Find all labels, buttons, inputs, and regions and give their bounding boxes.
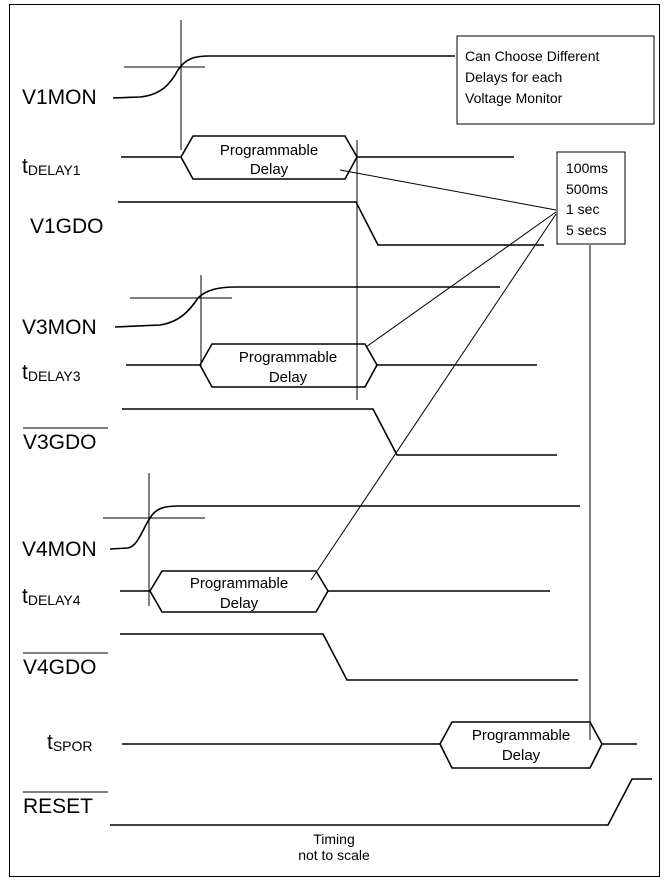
v4mon-waveform: [109, 505, 580, 550]
note-line-2: Delays for each: [465, 69, 562, 85]
delay-option-100ms: 100ms: [566, 160, 608, 176]
v1mon-waveform: [112, 55, 455, 99]
delay-option-1sec: 1 sec: [566, 201, 599, 217]
tdelay4-box-line-1: Programmable: [190, 575, 288, 592]
v1gdo-label: V1GDO: [30, 215, 104, 238]
v4gdo-label: V4GDO: [23, 656, 97, 679]
tdelay4-label-sub: DELAY4: [28, 592, 81, 608]
v1gdo-waveform: [118, 201, 544, 246]
tdelay4-label-main: t: [22, 585, 28, 608]
v4mon-label: V4MON: [22, 538, 97, 561]
delay-options-box: [556, 151, 626, 245]
tspor-box-line-2: Delay: [502, 747, 541, 764]
tdelay3-label-main: t: [22, 361, 28, 384]
note-line-1: Can Choose Different: [465, 48, 599, 64]
tdelay1-box-line-1: Programmable: [220, 142, 318, 159]
tdelay4-label: tDELAY4: [22, 585, 81, 608]
pointer-line-delay3: [365, 211, 557, 348]
reset-waveform: [110, 778, 652, 826]
diagram-frame: [9, 4, 660, 877]
reset-label: RESET: [23, 795, 93, 818]
pointer-line-delay1: [339, 169, 557, 211]
note-box: [456, 35, 655, 125]
tdelay3-box-line-1: Programmable: [239, 349, 337, 366]
tdelay1-label-sub: DELAY1: [28, 162, 81, 178]
tspor-label-main: t: [47, 731, 53, 754]
v3gdo-label: V3GDO: [23, 431, 97, 454]
delay-option-5secs: 5 secs: [566, 222, 606, 238]
tspor-label: tSPOR: [47, 731, 93, 754]
tdelay3-box-line-2: Delay: [269, 369, 308, 386]
tspor-box-line-1: Programmable: [472, 727, 570, 744]
tspor-label-sub: SPOR: [53, 738, 93, 754]
note-line-3: Voltage Monitor: [465, 90, 563, 106]
delay-option-500ms: 500ms: [566, 181, 608, 197]
v4gdo-waveform: [120, 633, 578, 681]
v1mon-label: V1MON: [22, 86, 97, 109]
v3mon-label: V3MON: [22, 316, 97, 339]
tdelay3-label: tDELAY3: [22, 361, 81, 384]
footer-line-2: not to scale: [298, 847, 370, 863]
tdelay1-label: tDELAY1: [22, 155, 81, 178]
v3gdo-waveform: [122, 408, 557, 456]
tdelay4-box-line-2: Delay: [220, 595, 259, 612]
tdelay1-box-line-2: Delay: [250, 161, 289, 178]
pointer-line-delay4: [310, 213, 557, 581]
tdelay3-label-sub: DELAY3: [28, 368, 81, 384]
footer-line-1: Timing: [313, 831, 355, 847]
tdelay1-label-main: t: [22, 155, 28, 178]
